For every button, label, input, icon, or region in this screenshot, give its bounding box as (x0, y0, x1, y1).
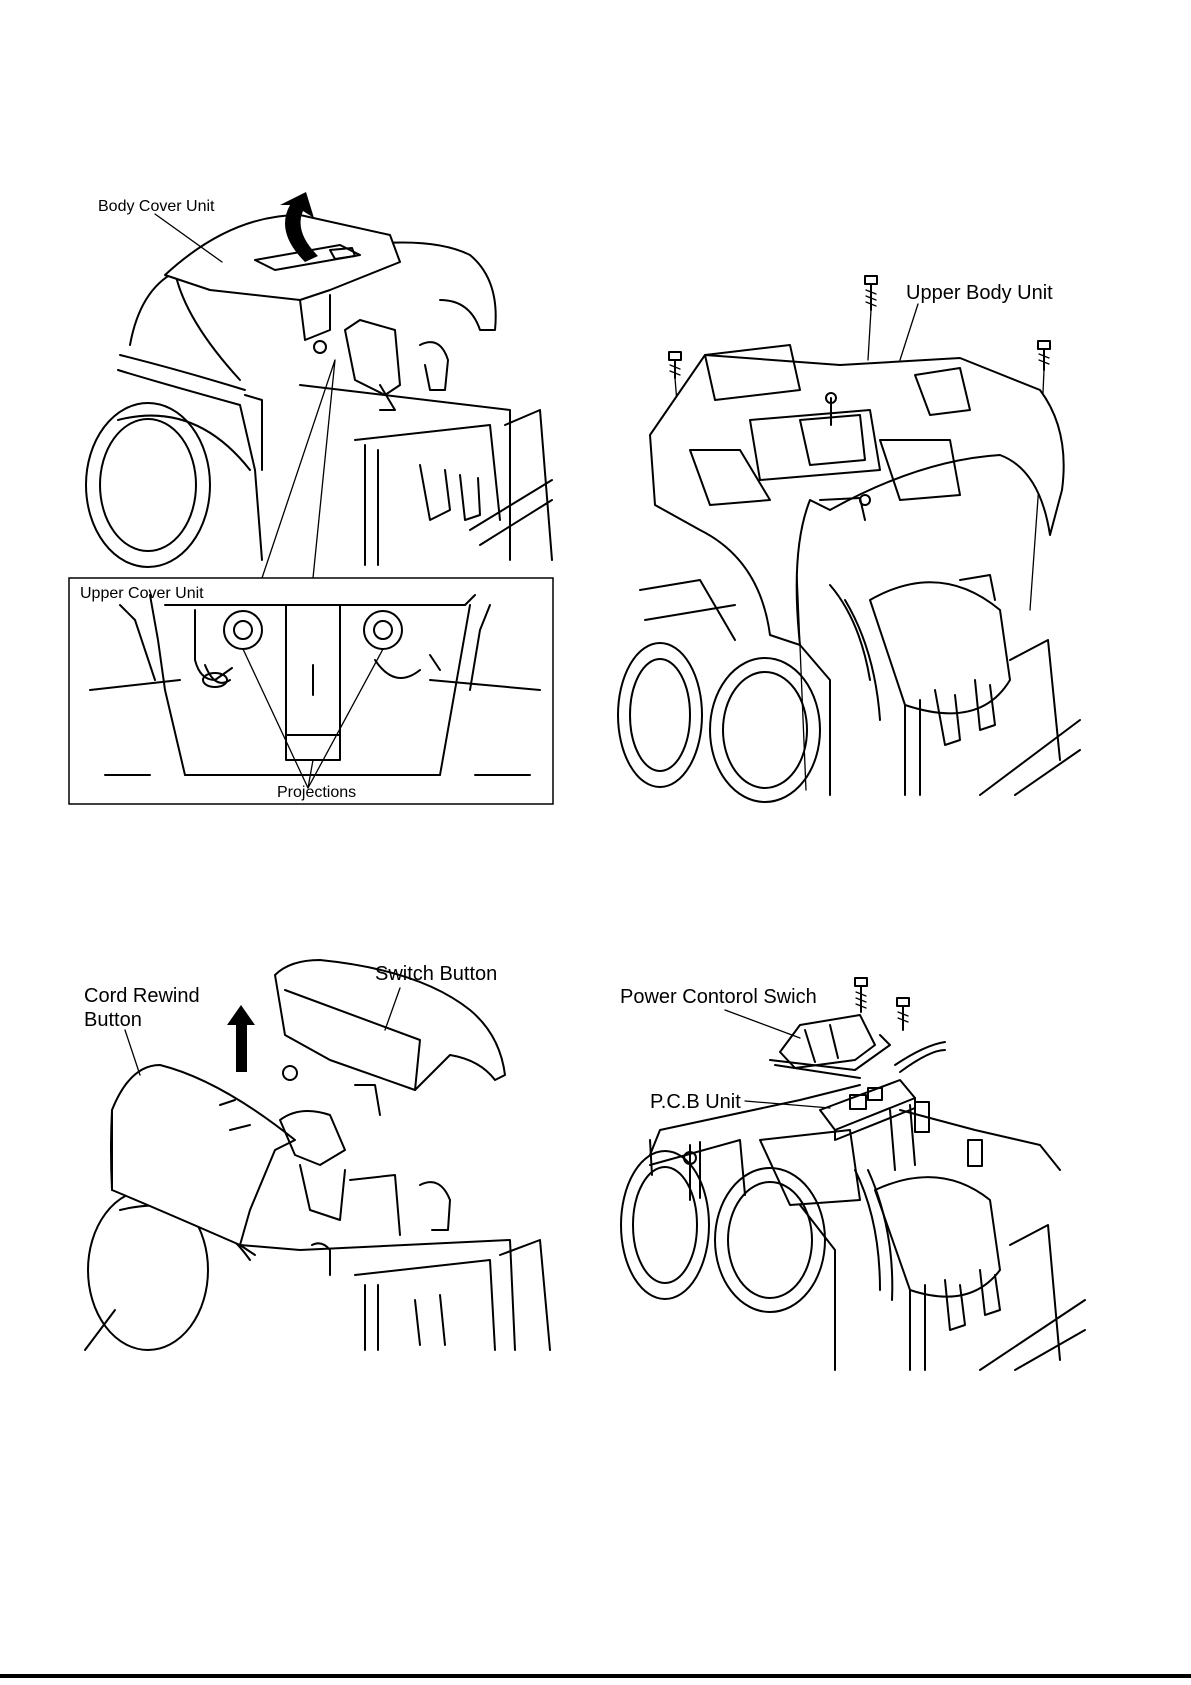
fig3-cord-rewind-button (112, 1065, 295, 1245)
figure-4-power-control-switch (621, 978, 1085, 1370)
label-upper-body-unit: Upper Body Unit (906, 282, 1053, 304)
label-body-cover-unit: Body Cover Unit (98, 198, 215, 215)
label-switch-button: Switch Button (375, 963, 497, 985)
figure-3-switch-button-removal (85, 960, 550, 1350)
label-projections: Projections (277, 784, 356, 801)
fig4-screw-1 (855, 978, 867, 1012)
fig1-inset-detail (69, 578, 553, 804)
label-power-control-switch: Power Contorol Swich (620, 986, 817, 1008)
label-upper-cover-unit: Upper Cover Unit (80, 585, 204, 602)
label-pcb-unit: P.C.B Unit (650, 1091, 741, 1113)
page-footer-rule (0, 1674, 1191, 1678)
leader-upper-body-unit (900, 304, 918, 360)
fig2-screw-3 (1038, 341, 1050, 370)
fig3-up-arrow (227, 1005, 255, 1072)
label-cord-rewind-line2: Button (84, 1009, 142, 1031)
fig1-wheel (86, 403, 250, 567)
fig2-screw-2 (669, 352, 681, 378)
fig1-body-side (118, 370, 262, 560)
figure-2-upper-body-unit (618, 276, 1080, 802)
figure-1-body-cover-removal (69, 192, 553, 804)
fig1-body-cover (165, 215, 400, 353)
fig4-screw-2 (897, 998, 909, 1030)
fig4-chassis (621, 1085, 1085, 1370)
fig2-lower-body (618, 575, 1080, 802)
fig2-screw-1 (865, 276, 877, 310)
fig4-power-control-switch-part (770, 1015, 890, 1078)
label-cord-rewind-line1: Cord Rewind (84, 985, 200, 1007)
